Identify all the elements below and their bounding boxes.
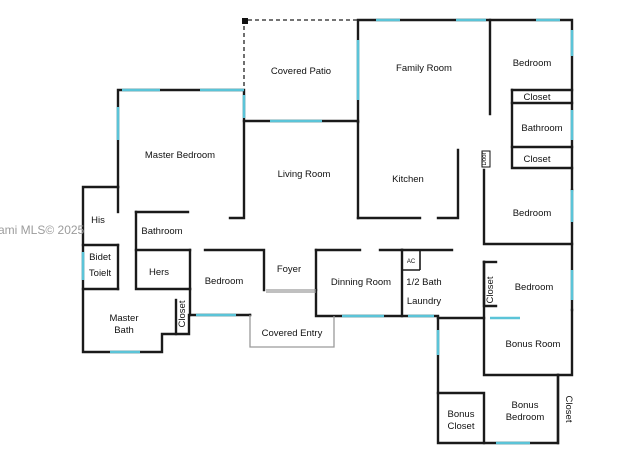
door-tag-label: Door xyxy=(482,152,488,165)
label-closet-center: Closet xyxy=(177,300,188,327)
label-bathroom-right: Bathroom xyxy=(521,123,562,134)
label-master-bath-line2: Bath xyxy=(114,325,134,336)
label-master-bedroom: Master Bedroom xyxy=(145,150,215,161)
label-half-bath: 1/2 Bath xyxy=(406,277,441,288)
label-hers: Hers xyxy=(149,267,169,278)
interior-walls xyxy=(81,18,574,445)
door-tag-box xyxy=(481,150,491,168)
label-toilet: Toielt xyxy=(89,268,112,279)
windows xyxy=(81,18,574,445)
label-closet-bonus: Closet xyxy=(563,396,574,423)
label-closet-right-mid: Closet xyxy=(524,154,551,165)
label-bonus-room: Bonus Room xyxy=(506,339,561,350)
label-ac: AC xyxy=(407,259,416,265)
label-laundry: Laundry xyxy=(407,296,442,307)
label-bonus-closet-line2: Closet xyxy=(448,421,475,432)
label-bonus-closet-line1: Bonus xyxy=(448,409,475,420)
label-closet-right-lower: Closet xyxy=(485,276,496,303)
label-bedroom-right-mid: Bedroom xyxy=(513,208,552,219)
corner-marker xyxy=(242,18,248,24)
covered-patio-outline xyxy=(242,18,358,121)
label-dinning-room: Dinning Room xyxy=(331,277,391,288)
label-closet-top-right: Closet xyxy=(524,92,551,103)
label-covered-patio: Covered Patio xyxy=(271,66,331,77)
label-kitchen: Kitchen xyxy=(392,174,424,185)
room-labels: Covered Patio Family Room Bedroom Closet… xyxy=(89,58,574,432)
covered-entry-outline xyxy=(249,289,335,348)
label-living-room: Living Room xyxy=(278,169,331,180)
label-bedroom-top-right: Bedroom xyxy=(513,58,552,69)
label-bidet: Bidet xyxy=(89,252,111,263)
label-covered-entry: Covered Entry xyxy=(262,328,323,339)
label-bedroom-right-lower: Bedroom xyxy=(515,282,554,293)
label-bonus-bedroom-line2: Bedroom xyxy=(506,412,545,423)
mls-watermark: ami MLS© 2025 xyxy=(0,223,85,237)
label-his: His xyxy=(91,215,105,226)
label-bonus-bedroom-line1: Bonus xyxy=(512,400,539,411)
label-master-bath-line1: Master xyxy=(109,313,138,324)
label-family-room: Family Room xyxy=(396,63,452,74)
label-foyer: Foyer xyxy=(277,264,301,275)
label-bedroom-center: Bedroom xyxy=(205,276,244,287)
label-bathroom-center: Bathroom xyxy=(141,226,182,237)
